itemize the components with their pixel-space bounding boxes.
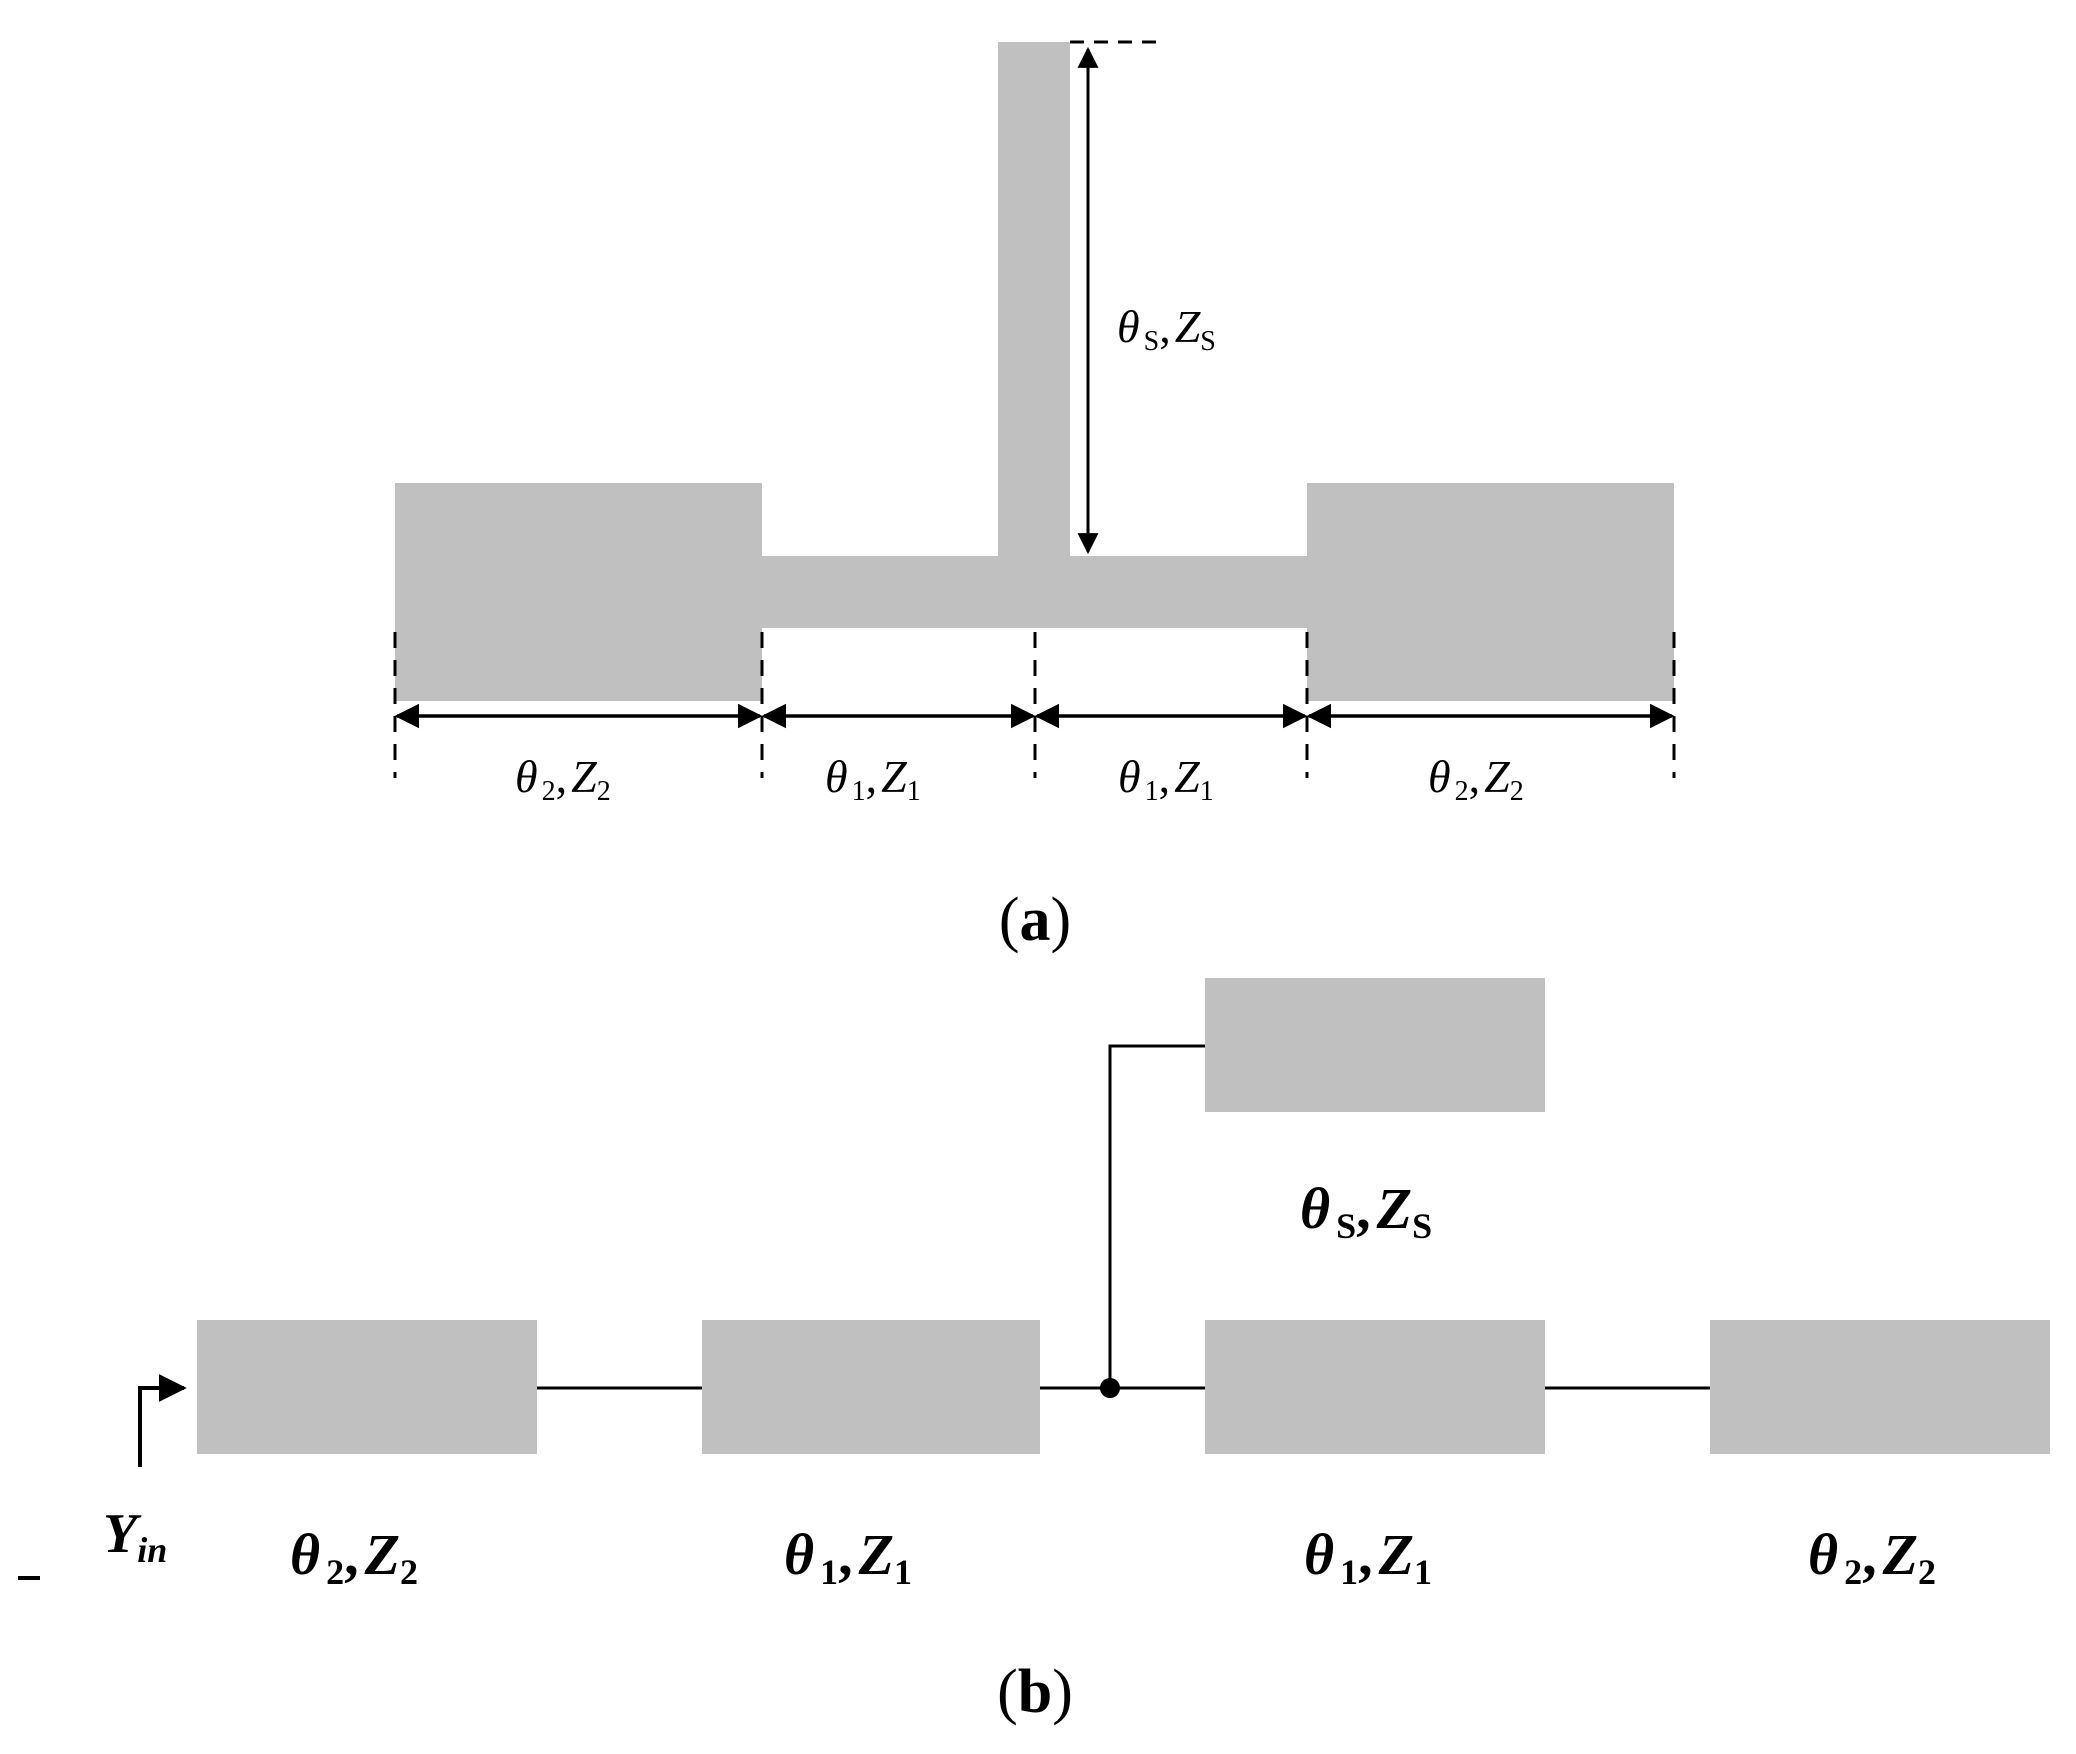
caption-b: (b): [997, 1658, 1073, 1726]
caption-a: (a): [999, 886, 1071, 954]
block-stub: [1205, 978, 1545, 1112]
block-theta1-right: [1205, 1320, 1545, 1454]
stub-length-arrow: [1070, 40, 1160, 555]
transmission-line-blocks: [197, 978, 2050, 1454]
block-theta2-right: [1710, 1320, 2050, 1454]
microstrip-layout: [395, 42, 1674, 701]
center-narrow-line: [762, 556, 1307, 628]
open-stub: [998, 42, 1070, 556]
block-theta2-left: [197, 1320, 537, 1454]
block-theta1-left: [702, 1320, 1040, 1454]
extension-lines: [393, 632, 1676, 778]
right-wide-section: [1307, 483, 1674, 701]
junction-dot: [1100, 1378, 1120, 1398]
input-port-arrow: [138, 1374, 187, 1467]
left-wide-section: [395, 483, 762, 701]
circuit-wires: [537, 1044, 1710, 1390]
input-admittance-label: Yin: [103, 1503, 167, 1570]
